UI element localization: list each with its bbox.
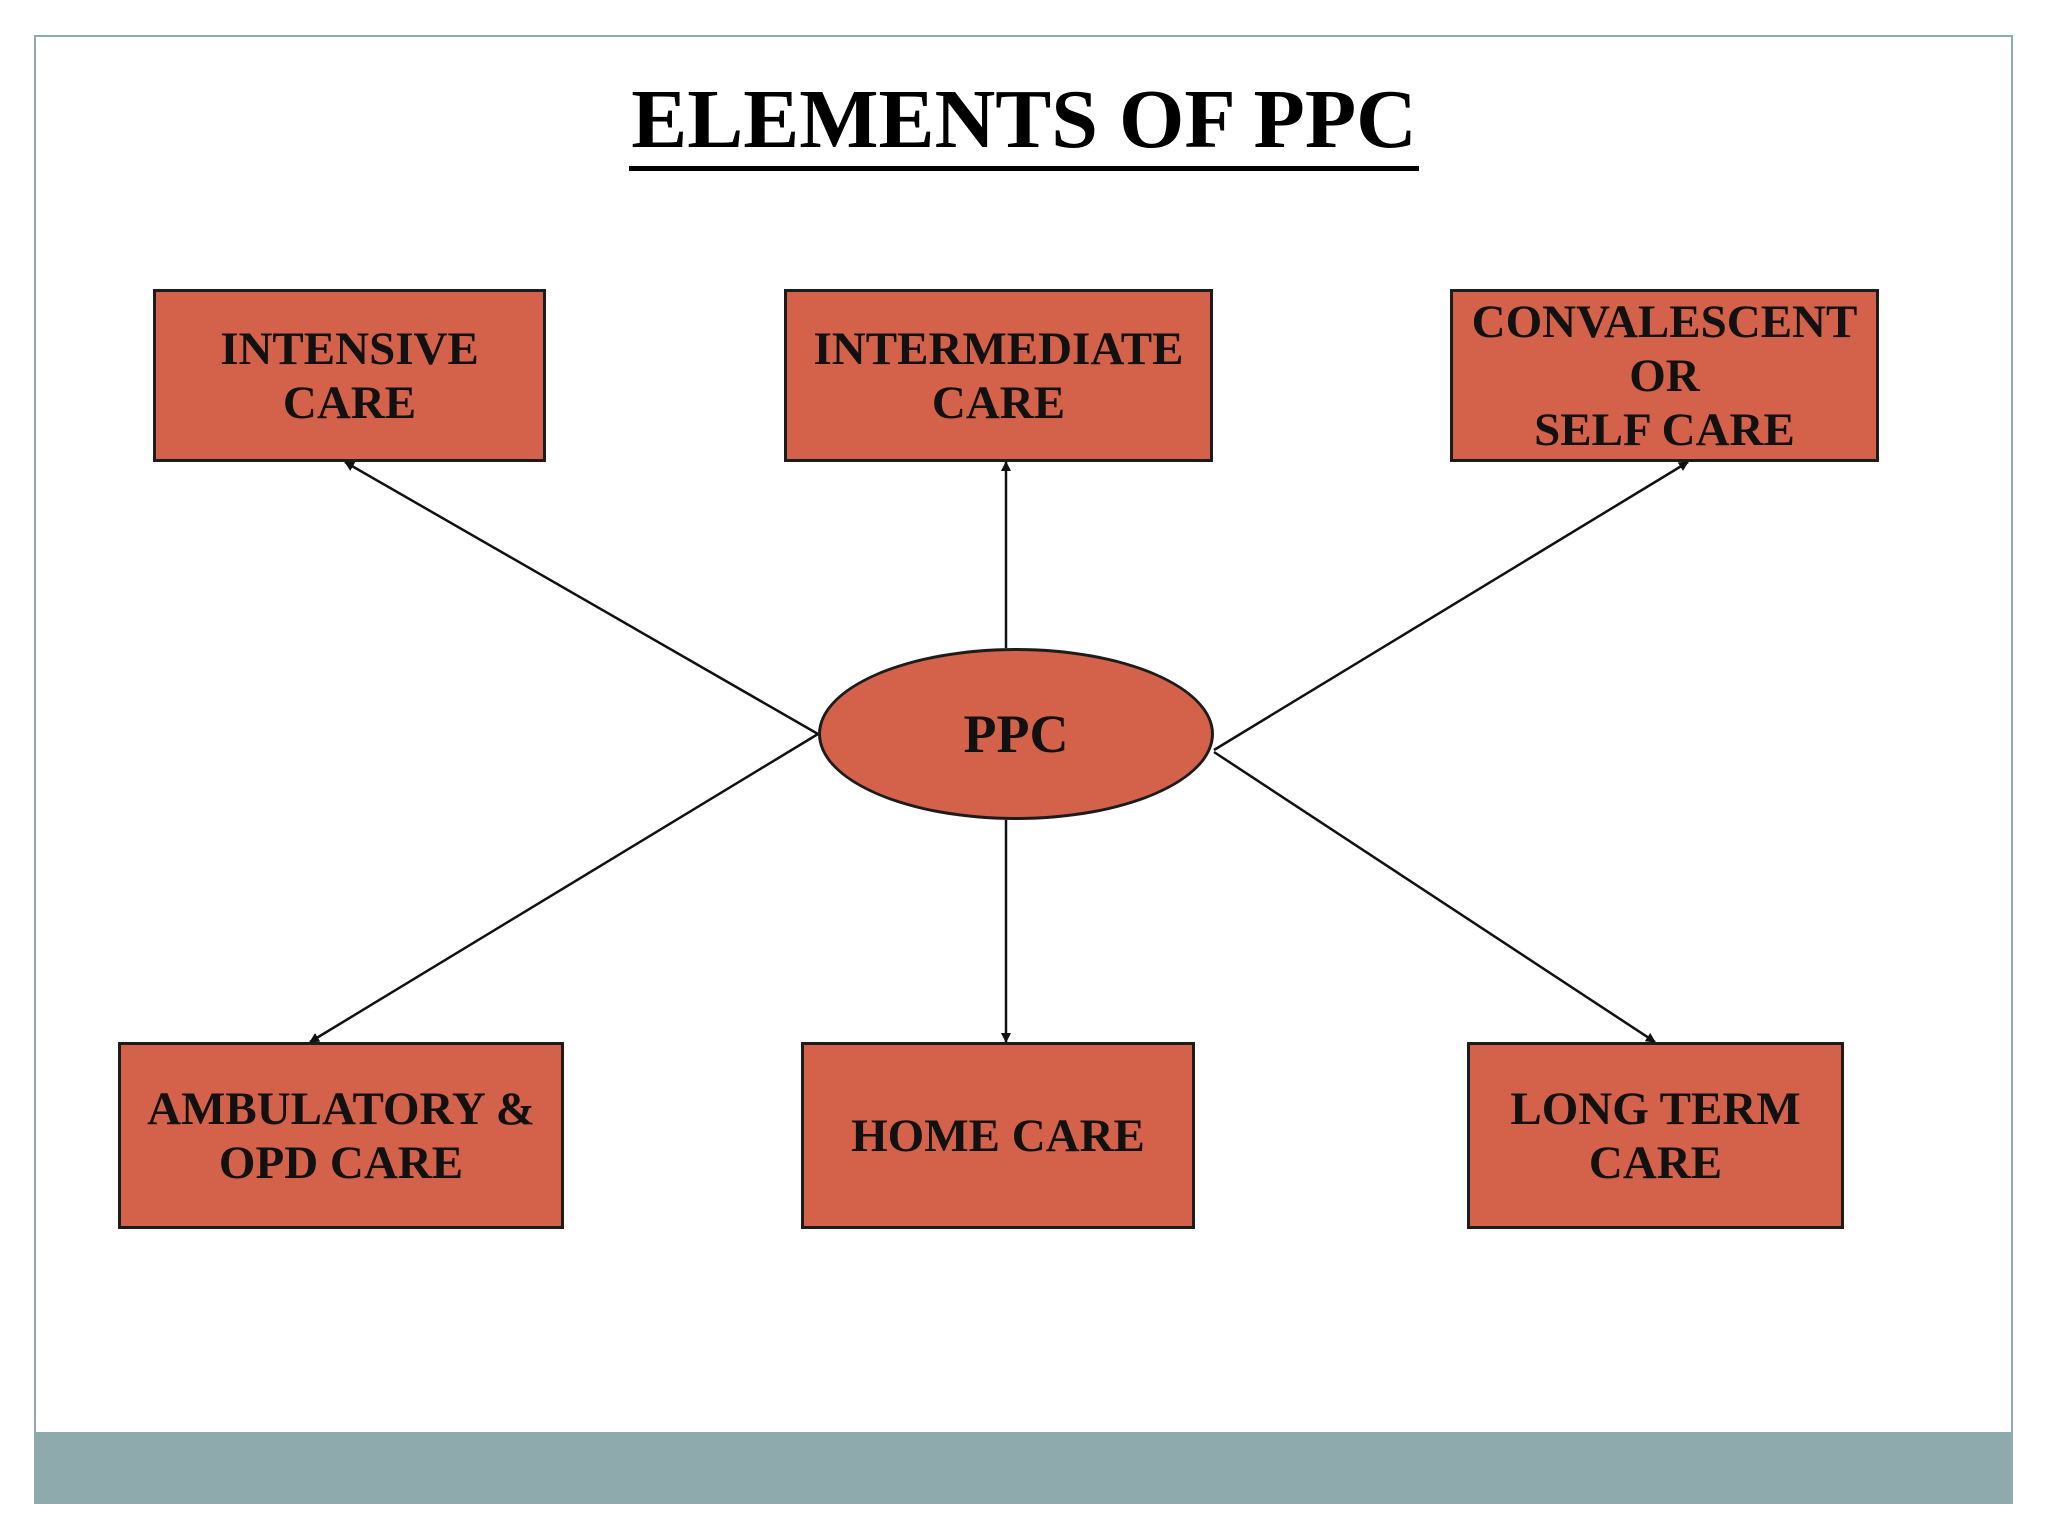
center-node-label: PPC	[963, 704, 1069, 764]
arrow-to-ambulatory-opd-care	[309, 732, 819, 1044]
node-convalescent-care: CONVALESCENT OR SELF CARE	[1450, 289, 1879, 462]
node-home-care: HOME CARE	[801, 1042, 1195, 1229]
arrow-to-long-term-care	[1213, 750, 1656, 1044]
node-intensive-care: INTENSIVE CARE	[153, 289, 546, 462]
arrow-to-intensive-care	[344, 460, 819, 736]
center-node-ppc: PPC	[818, 648, 1214, 820]
slide-title: ELEMENTS OF PPC	[0, 72, 2048, 171]
arrow-to-convalescent-care	[1213, 460, 1689, 752]
node-intermediate-care: INTERMEDIATE CARE	[784, 289, 1213, 462]
node-long-term-care: LONG TERM CARE	[1467, 1042, 1844, 1229]
node-ambulatory-opd-care: AMBULATORY & OPD CARE	[118, 1042, 564, 1229]
slide-title-text: ELEMENTS OF PPC	[629, 73, 1419, 171]
footer-accent-bar	[34, 1432, 2013, 1504]
